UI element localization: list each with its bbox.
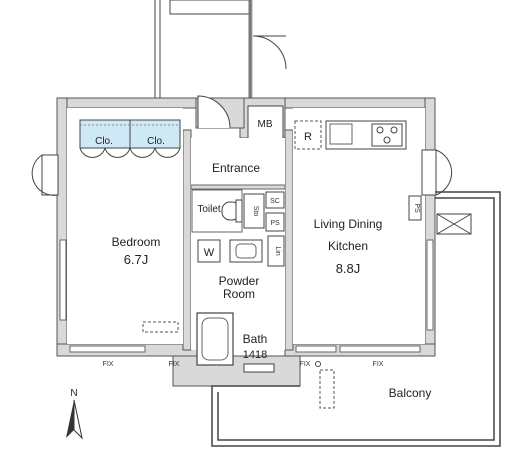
sc-label: SC — [270, 198, 280, 205]
closet-door-swings — [79, 147, 181, 158]
mb-box — [247, 105, 284, 143]
balcony-hatch — [436, 213, 472, 235]
north-label: N — [70, 388, 77, 399]
balcony-ac-unit — [319, 369, 335, 409]
bathtub — [196, 312, 234, 366]
living-side-window — [421, 149, 453, 331]
porch-area — [154, 0, 287, 98]
refrigerator-space — [294, 120, 322, 150]
fix-label-1: FIX — [103, 361, 114, 368]
balcony-outline — [211, 191, 501, 447]
entry-door — [197, 95, 231, 129]
closet-label-right: Clo. — [147, 136, 165, 147]
ps-outer-box — [408, 195, 422, 221]
toilet-label: Toilet — [197, 204, 221, 215]
closet-label-left: Clo. — [95, 136, 113, 147]
bath-label: Bath — [243, 332, 268, 346]
powder-room-label-1: Powder — [219, 274, 260, 288]
linen-box — [267, 235, 285, 267]
bottom-windows — [69, 345, 421, 353]
living-label-1: Living Dining — [314, 217, 383, 231]
washer-label: W — [204, 247, 215, 259]
bedroom-label: Bedroom — [112, 235, 161, 249]
sc-box — [265, 191, 285, 209]
kitchen-counter — [325, 120, 407, 150]
fix-label-2: FIX — [169, 361, 180, 368]
powder-room-label-2: Room — [223, 287, 255, 301]
ps-outer-label: PS — [413, 203, 420, 213]
mb-label: MB — [258, 119, 273, 130]
balcony-label: Balcony — [389, 386, 432, 400]
linen-label: Lin — [274, 246, 281, 255]
washer-box — [197, 239, 221, 263]
ps-inner-box — [265, 212, 285, 232]
toilet-room — [191, 189, 243, 233]
north-arrow-icon — [66, 399, 83, 440]
living-size: 8.8J — [336, 261, 361, 276]
bedroom-side-window — [31, 154, 67, 321]
living-label-2: Kitchen — [328, 239, 368, 253]
entrance-label: Entrance — [212, 161, 260, 175]
bedroom-ac-unit — [142, 321, 179, 333]
storage-label: Sto — [252, 206, 259, 217]
ps-inner-label: PS — [270, 220, 280, 227]
bath-size: 1418 — [243, 349, 267, 361]
fix-label-3: FIX — [300, 361, 311, 368]
bedroom-size: 6.7J — [124, 252, 149, 267]
refrigerator-label: R — [304, 131, 312, 143]
fix-label-4: FIX — [373, 361, 384, 368]
storage-box — [243, 193, 265, 229]
